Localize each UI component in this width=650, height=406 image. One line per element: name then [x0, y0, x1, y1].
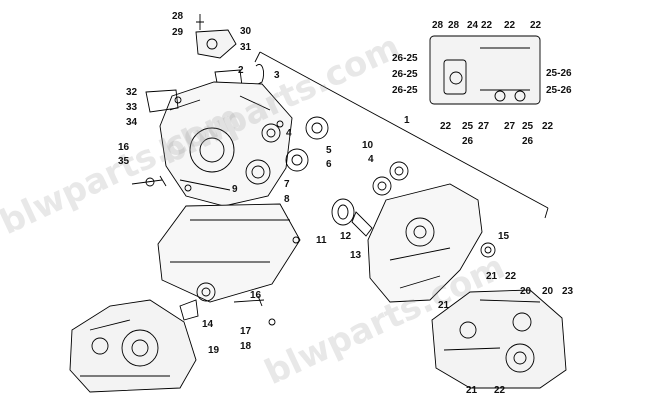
callout-label: 4: [286, 128, 292, 139]
callout-label: 11: [316, 235, 327, 246]
callout-label: 16: [118, 142, 130, 153]
callout-label: 18: [240, 341, 252, 352]
callout-label: 35: [118, 156, 130, 167]
callout-label: 20: [542, 286, 554, 297]
cover-gasket-part: [145, 89, 179, 113]
callout-label: 1: [404, 115, 410, 126]
callout-label: 21: [466, 385, 478, 396]
callout-label: 26-25: [392, 53, 418, 64]
callout-label: 22: [542, 121, 554, 132]
bolt-part: [131, 175, 167, 187]
callout-label: 25: [462, 121, 474, 132]
callout-label: 27: [504, 121, 516, 132]
callout-label: 4: [368, 154, 374, 165]
right-crankcase-half: [367, 183, 496, 303]
callout-label: 22: [505, 271, 517, 282]
callout-label: 32: [126, 87, 138, 98]
lower-crankcase-half: [157, 203, 301, 303]
callout-label: 22: [530, 20, 542, 31]
callout-label: 26-25: [392, 85, 418, 96]
callout-label: 21: [438, 300, 450, 311]
callout-label: 6: [326, 159, 332, 170]
callout-label: 13: [350, 250, 362, 261]
callout-label: 16: [250, 290, 262, 301]
callout-label: 22: [481, 20, 493, 31]
breather-cover-part: [195, 14, 237, 59]
seal-parts: [331, 161, 409, 237]
callout-label: 14: [202, 319, 214, 330]
callout-label: 25: [522, 121, 534, 132]
tube-part: [255, 64, 265, 85]
callout-label: 7: [284, 179, 290, 190]
assembly-bracket-line: [254, 51, 549, 219]
callout-label: 31: [240, 42, 252, 53]
callout-label: 28: [172, 11, 184, 22]
callout-label: 28: [432, 20, 444, 31]
callout-label: 9: [232, 184, 238, 195]
callout-label: 19: [208, 345, 220, 356]
callout-label: 29: [172, 27, 184, 38]
callout-label: 8: [284, 194, 290, 205]
callout-label: 5: [326, 145, 332, 156]
inset-engine-left: [69, 299, 197, 393]
callout-label: 10: [362, 140, 374, 151]
callout-label: 24: [467, 20, 479, 31]
callout-label: 20: [520, 286, 532, 297]
callout-label: 22: [504, 20, 516, 31]
inset-engine-top-right: [429, 35, 541, 105]
callout-label: 23: [562, 286, 574, 297]
callout-label: 25-26: [546, 85, 572, 96]
callout-label: 26: [462, 136, 474, 147]
left-crankcase-half: [159, 81, 293, 207]
callout-label: 27: [478, 121, 490, 132]
callout-label: 22: [440, 121, 452, 132]
callout-label: 30: [240, 26, 252, 37]
callout-label: 26: [522, 136, 534, 147]
callout-label: 28: [448, 20, 460, 31]
callout-label: 17: [240, 326, 252, 337]
callout-label: 22: [494, 385, 506, 396]
small-bolt-parts: [179, 295, 276, 326]
inset-engine-bottom-right: [431, 289, 567, 389]
callout-label: 25-26: [546, 68, 572, 79]
bearing-parts: [245, 116, 329, 185]
callout-label: 12: [340, 231, 352, 242]
callout-label: 2: [238, 65, 244, 76]
callout-label: 21: [486, 271, 498, 282]
callout-label: 3: [274, 70, 280, 81]
callout-label: 26-25: [392, 69, 418, 80]
callout-label: 15: [498, 231, 510, 242]
callout-label: 34: [126, 117, 138, 128]
callout-label: 33: [126, 102, 138, 113]
